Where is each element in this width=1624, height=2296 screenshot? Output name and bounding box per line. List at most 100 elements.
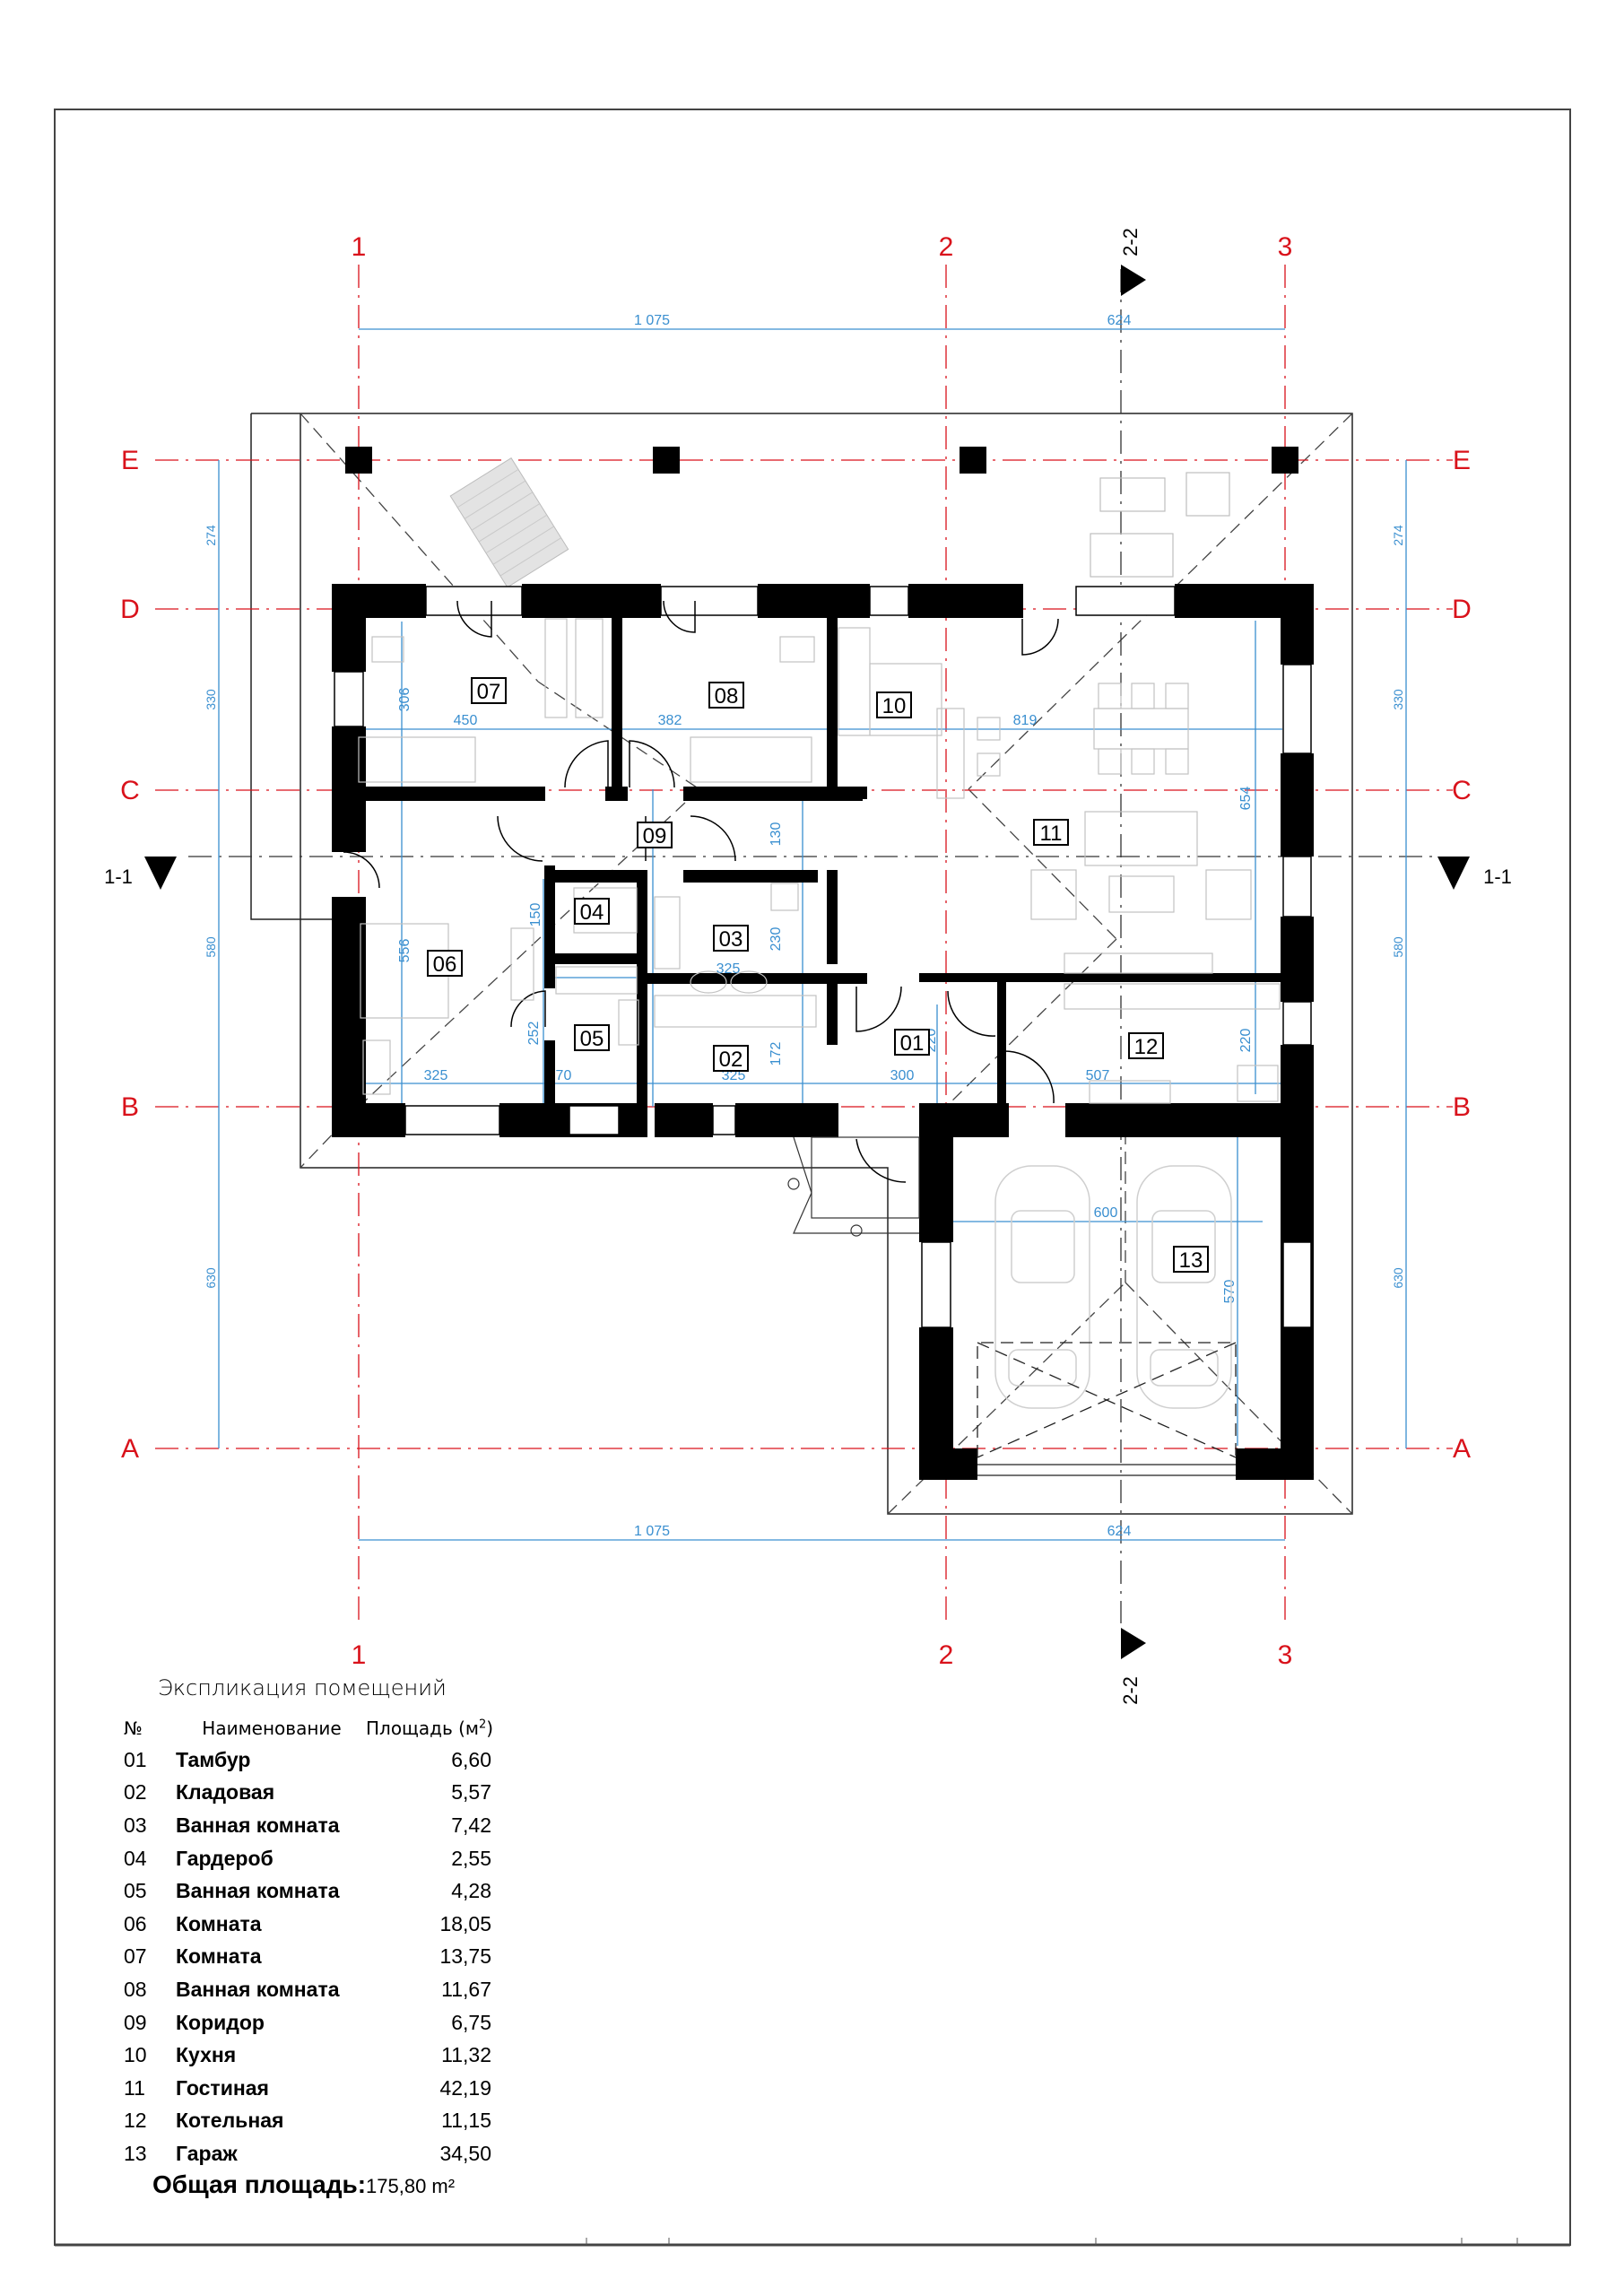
room-tag-12: 12 — [1128, 1032, 1164, 1059]
total-area: Общая площадь: 175,80 m² — [152, 2170, 626, 2199]
svg-text:507: 507 — [1086, 1068, 1110, 1083]
svg-text:1 075: 1 075 — [634, 313, 670, 328]
svg-text:172: 172 — [769, 1042, 784, 1066]
svg-text:330: 330 — [1391, 689, 1405, 710]
terrace-columns — [345, 447, 1298, 474]
svg-text:1 075: 1 075 — [634, 1524, 670, 1539]
svg-text:C: C — [120, 776, 140, 805]
svg-text:04: 04 — [580, 900, 604, 925]
svg-text:03: 03 — [719, 927, 743, 952]
svg-text:330: 330 — [204, 689, 218, 710]
svg-text:3: 3 — [1278, 1640, 1293, 1670]
svg-text:12: 12 — [1134, 1035, 1159, 1059]
room-tag-11: 11 — [1033, 819, 1069, 846]
svg-text:300: 300 — [890, 1068, 915, 1083]
windows — [334, 586, 1312, 1328]
svg-text:07: 07 — [477, 680, 501, 704]
furniture — [358, 618, 1281, 1104]
garage-door — [977, 1342, 1237, 1476]
svg-text:2-2: 2-2 — [1119, 1676, 1142, 1705]
room-tag-03: 03 — [713, 925, 749, 952]
room-tag-13: 13 — [1173, 1246, 1209, 1273]
svg-text:A: A — [1453, 1434, 1471, 1464]
svg-text:D: D — [1452, 595, 1472, 624]
svg-text:382: 382 — [658, 713, 682, 728]
svg-text:556: 556 — [397, 939, 413, 963]
svg-text:2: 2 — [939, 232, 954, 262]
dimension-lines — [218, 328, 1407, 1541]
total-area-label: Общая площадь: — [152, 2170, 367, 2198]
explication-title: Экспликация помещений — [158, 1675, 447, 1700]
room-tag-08: 08 — [708, 682, 744, 709]
header-name: Наименование — [202, 1718, 342, 1739]
svg-text:11: 11 — [1040, 822, 1063, 846]
roof-outline — [250, 413, 1353, 1515]
svg-text:624: 624 — [1107, 313, 1132, 328]
svg-text:02: 02 — [719, 1048, 743, 1072]
garage-cars — [994, 1165, 1232, 1409]
svg-text:05: 05 — [580, 1027, 604, 1051]
svg-text:2-2: 2-2 — [1119, 228, 1142, 257]
svg-text:B: B — [121, 1092, 139, 1122]
svg-text:450: 450 — [454, 713, 478, 728]
svg-text:325: 325 — [716, 961, 741, 977]
svg-text:570: 570 — [1222, 1280, 1238, 1304]
svg-text:230: 230 — [769, 927, 784, 952]
explication-header: № Наименование Площадь (м2) — [124, 1713, 626, 1744]
svg-text:630: 630 — [1391, 1267, 1405, 1289]
svg-text:1-1: 1-1 — [1483, 865, 1512, 888]
svg-text:A: A — [121, 1434, 139, 1464]
svg-text:3: 3 — [1278, 232, 1293, 262]
svg-text:E: E — [1453, 446, 1471, 475]
door-swings — [343, 600, 1059, 1183]
total-area-value: 175,80 m² — [366, 2174, 456, 2197]
room-tag-02: 02 — [713, 1045, 749, 1072]
svg-text:10: 10 — [882, 694, 907, 718]
axis-labels: 1 2 3 1 2 3 E D C B A E D C B A — [120, 232, 1472, 1670]
svg-text:580: 580 — [204, 936, 218, 958]
svg-text:B: B — [1453, 1092, 1471, 1122]
terrace-furniture — [1090, 472, 1230, 578]
svg-text:1-1: 1-1 — [104, 865, 133, 888]
svg-text:09: 09 — [643, 824, 667, 848]
section-marker-1-1-left: 1-1 — [104, 857, 177, 890]
svg-text:150: 150 — [528, 903, 543, 927]
svg-text:630: 630 — [204, 1267, 218, 1289]
svg-text:274: 274 — [204, 525, 218, 546]
svg-text:C: C — [1452, 776, 1472, 805]
svg-text:624: 624 — [1107, 1524, 1132, 1539]
svg-text:01: 01 — [900, 1031, 925, 1056]
room-explication-table: Экспликация помещений № Наименование Пло… — [124, 1675, 626, 2199]
header-area: Площадь (м2) — [366, 1718, 494, 1739]
room-tag-10: 10 — [876, 691, 912, 718]
svg-text:06: 06 — [433, 952, 457, 977]
svg-text:819: 819 — [1013, 713, 1038, 728]
svg-text:654: 654 — [1238, 787, 1254, 811]
sun-lounger — [449, 457, 569, 588]
room-tag-07: 07 — [471, 677, 507, 704]
section-marker-2-2-top: 2-2 — [1119, 228, 1146, 296]
svg-text:1: 1 — [352, 232, 367, 262]
svg-text:130: 130 — [769, 822, 784, 847]
header-number: № — [124, 1718, 143, 1739]
room-tags: 01 02 03 04 05 06 07 08 09 10 11 12 13 — [427, 677, 1209, 1273]
svg-text:325: 325 — [722, 1068, 746, 1083]
svg-text:252: 252 — [526, 1022, 542, 1046]
svg-text:08: 08 — [715, 684, 739, 709]
room-tag-01: 01 — [894, 1029, 930, 1056]
entrance-porch — [787, 1136, 920, 1237]
